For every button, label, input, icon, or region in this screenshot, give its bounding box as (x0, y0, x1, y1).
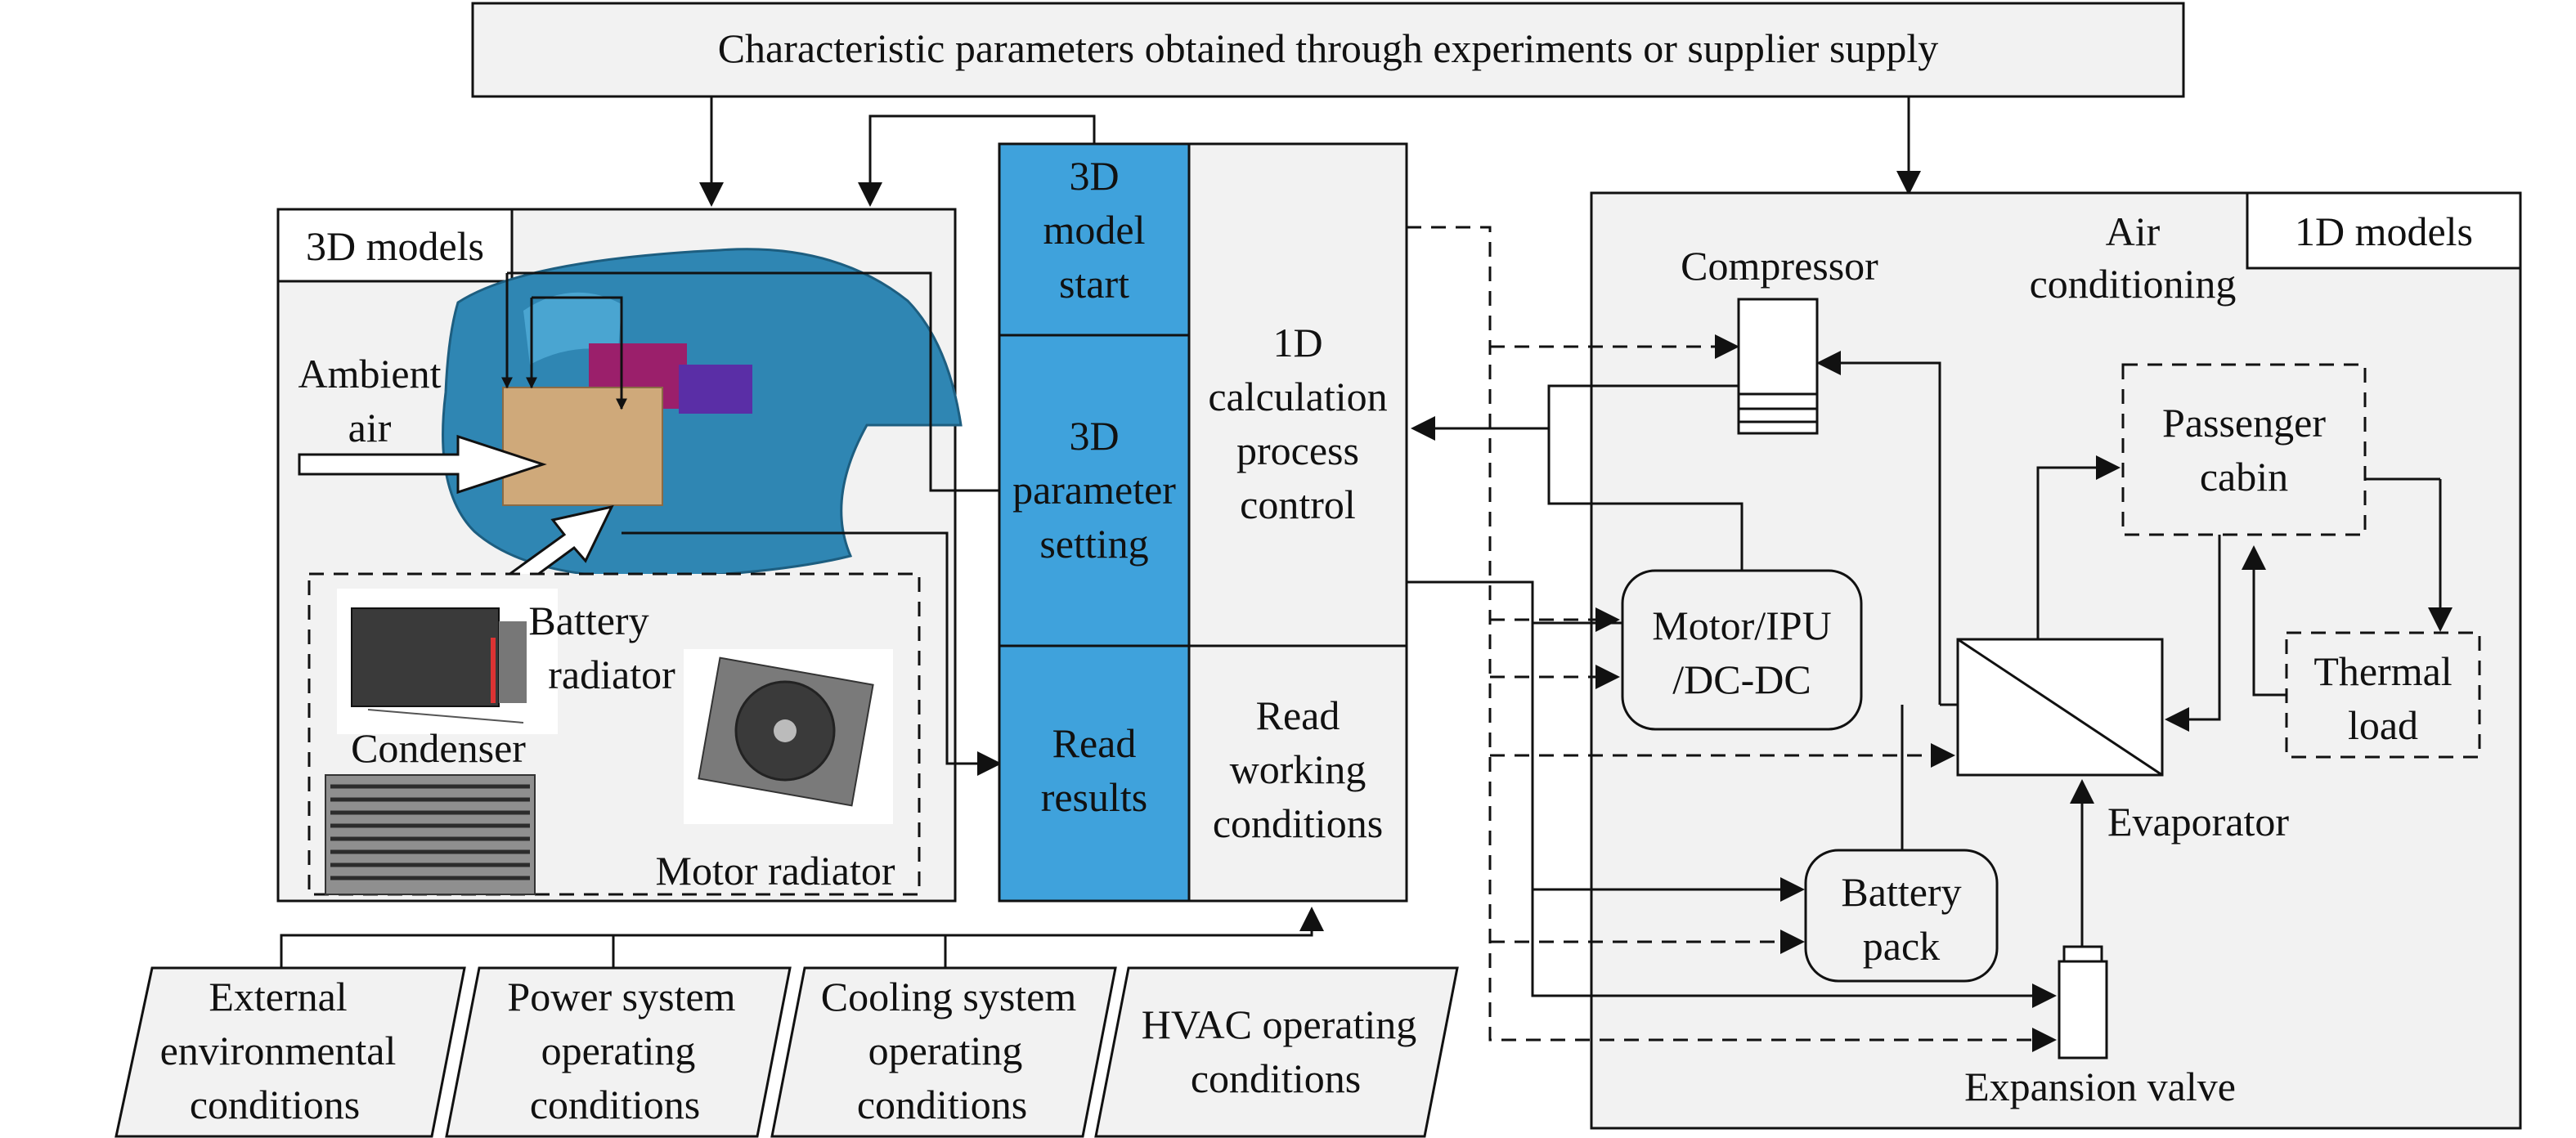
motor-ipu-box (1621, 569, 1863, 731)
input-hvac-line-2: conditions (1191, 1055, 1361, 1101)
air-conditioning-line-2: conditioning (2030, 261, 2237, 307)
thermal-load-line-1: Thermal (2313, 648, 2452, 694)
model-start-line-2: model (1043, 207, 1146, 253)
input-cooling-line-1: Cooling system (821, 974, 1077, 1019)
thermal-load-box (2285, 631, 2481, 759)
ambient-air-label-2: air (348, 405, 392, 450)
input-external (114, 966, 466, 1138)
input-power-line-2: operating (541, 1028, 696, 1073)
ambient-air-label-1: Ambient (298, 351, 442, 397)
passenger-cabin-line-1: Passenger (2162, 400, 2326, 446)
models-1d-title-box (2246, 191, 2522, 270)
arrow-evaporator-to-cabin (2036, 455, 2120, 639)
input-external-line-3: conditions (190, 1082, 360, 1127)
line-motor-to-compressor (1547, 384, 1744, 571)
arrow-start-to-3d (858, 114, 1096, 207)
read-results-line-1: Read (1052, 720, 1137, 766)
read-working-line-1: Read (1256, 692, 1340, 738)
parameter-setting-line-2: parameter (1012, 467, 1176, 513)
model-start-line-1: 3D (1069, 153, 1119, 199)
process-control-line-1: 1D (1272, 320, 1322, 365)
motor-radiator-label: Motor radiator (656, 848, 895, 894)
arrow-cabin-to-evaporator (2165, 535, 2221, 732)
motor-ipu-line-1: Motor/IPU (1652, 603, 1831, 648)
motor-ipu-line-2: /DC-DC (1672, 656, 1811, 702)
expansion-valve-label: Expansion valve (1964, 1064, 2236, 1109)
compressor-label: Compressor (1681, 243, 1878, 289)
input-cooling-line-3: conditions (857, 1082, 1027, 1127)
passenger-cabin-line-2: cabin (2200, 454, 2288, 500)
battery-radiator-label-1: Battery (528, 598, 648, 643)
parameter-setting-line-3: setting (1039, 521, 1148, 567)
input-power (445, 966, 792, 1138)
process-control-line-3: process (1236, 428, 1359, 473)
arrow-control-to-valve (1407, 580, 2057, 1008)
parameter-setting-line-1: 3D (1069, 413, 1119, 459)
read-results-line-2: results (1041, 774, 1148, 820)
top-banner-text: Characteristic parameters obtained throu… (718, 25, 1939, 71)
process-control-line-4: control (1240, 482, 1356, 527)
battery-radiator-picture (337, 589, 558, 734)
thermal-load-line-2: load (2348, 702, 2418, 748)
process-control-box (1187, 142, 1408, 647)
models-1d-title: 1D models (2295, 208, 2473, 254)
battery-radiator-label-2: radiator (548, 652, 675, 697)
process-control-line-2: calculation (1208, 374, 1387, 419)
input-cooling-line-2: operating (868, 1028, 1023, 1073)
battery-pack-line-2: pack (1863, 923, 1940, 969)
vehicle-front-picture (442, 248, 963, 579)
read-working-line-3: conditions (1213, 800, 1383, 846)
evaporator-label: Evaporator (2107, 799, 2289, 845)
evaporator-symbol (1956, 638, 2164, 777)
model-start-line-3: start (1059, 261, 1129, 307)
arrow-evaporator-to-compressor (1819, 363, 1958, 706)
input-cooling (770, 966, 1117, 1138)
condenser-label: Condenser (351, 725, 526, 771)
model-start-box (998, 142, 1191, 337)
input-external-line-2: environmental (160, 1028, 397, 1073)
air-conditioning-line-1: Air (2106, 208, 2161, 254)
compressor-symbol (1737, 298, 1819, 435)
motor-radiator-picture (684, 649, 893, 824)
ambient-air-arrow (298, 434, 547, 495)
arrow-inputs-to-read-working (280, 907, 1324, 968)
dashed-control-to-valve (1407, 226, 2057, 1052)
line-3d-to-setting (507, 271, 999, 492)
arrow-3d-to-read-results (622, 531, 1002, 776)
read-working-box (1187, 644, 1408, 903)
passenger-cabin-box (2121, 363, 2367, 536)
read-results-box (998, 644, 1191, 903)
top-banner-box (471, 2, 2185, 98)
input-hvac (1094, 966, 1459, 1138)
input-hvac-line-1: HVAC operating (1142, 1001, 1417, 1047)
models-3d-title: 3D models (306, 223, 484, 269)
battery-pack-line-1: Battery (1841, 869, 1961, 915)
models-3d-title-box (276, 208, 514, 283)
read-working-line-2: working (1230, 746, 1367, 792)
input-power-line-1: Power system (507, 974, 735, 1019)
expansion-valve-symbol (2058, 945, 2108, 1060)
condenser-picture (325, 774, 536, 895)
input-power-line-3: conditions (530, 1082, 700, 1127)
arrow-thermal-load-to-cabin (2242, 545, 2287, 697)
input-external-line-1: External (209, 974, 347, 1019)
line-inner-3 (532, 296, 627, 410)
